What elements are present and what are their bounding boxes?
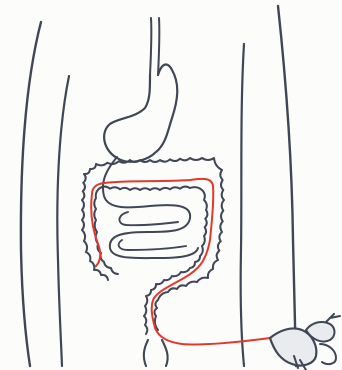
- small-intestine-outer-loop: [103, 157, 198, 258]
- colonoscope-cable-stub: [326, 314, 340, 322]
- small-intestine-inner-loop-2: [119, 240, 186, 250]
- right-outer-body-line: [278, 6, 296, 366]
- colon-inner-wall: [94, 187, 207, 334]
- colonoscope-side-knob: [320, 344, 336, 364]
- anal-canal: [144, 340, 168, 366]
- small-intestine: [103, 157, 198, 258]
- stomach: [104, 65, 177, 162]
- esophagus: [150, 18, 151, 75]
- right-inner-body-line: [241, 44, 244, 366]
- colonoscope-tube: [91, 179, 270, 345]
- left-inner-body-line: [57, 76, 69, 366]
- small-intestine-inner-loop: [119, 212, 178, 225]
- left-outer-body-line: [21, 22, 41, 366]
- colonoscope-handle: [270, 314, 340, 370]
- upper-gi: [104, 18, 177, 162]
- esophagus-inner: [158, 18, 159, 75]
